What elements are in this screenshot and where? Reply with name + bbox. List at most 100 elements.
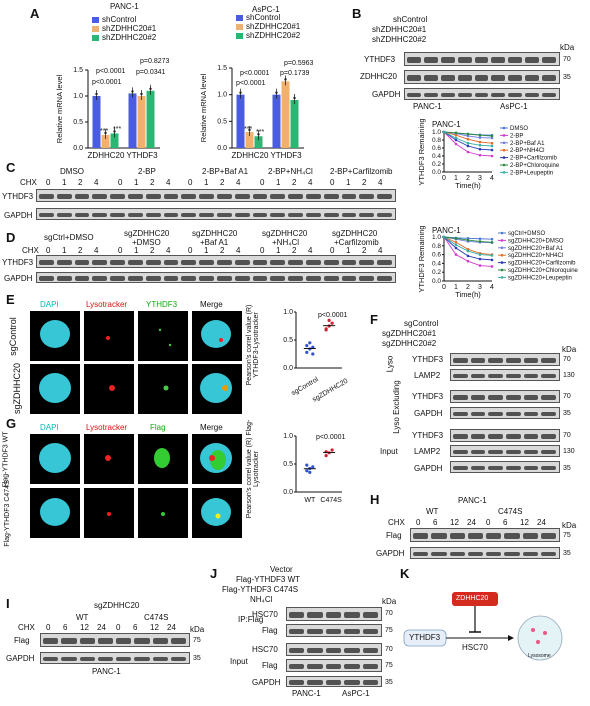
data-point [248, 128, 251, 132]
x-tick-label: 0 [442, 284, 446, 291]
ythdf3-dot [158, 328, 162, 332]
cx-time-label: 6 [133, 623, 138, 632]
blot-band [541, 465, 556, 471]
a1-title: PANC-1 [110, 2, 139, 11]
blot-band [506, 465, 521, 471]
f-ythdf3-2: YTHDF3 [412, 392, 444, 401]
f-kda: kDa [562, 345, 577, 354]
data-point [95, 92, 98, 96]
kda-mark: 35 [563, 550, 571, 557]
blot-band [467, 551, 483, 557]
c-label-carf: 2-BP+Carfilzomib [330, 167, 393, 176]
legend-swatch-sh2 [92, 35, 99, 41]
micro-e-6 [84, 364, 134, 414]
blot-band [74, 193, 90, 200]
blot-band [181, 276, 197, 281]
k-ythdf3: YTHDF3 [409, 633, 441, 642]
bar [137, 96, 146, 148]
panel-label-i: I [6, 596, 10, 611]
blot-band [306, 276, 321, 281]
legend-marker [500, 246, 504, 250]
b-label-zdhhc20: ZDHHC20 [360, 72, 397, 81]
blot-band [307, 647, 323, 654]
blot-f-5 [450, 429, 560, 442]
y-tick-label: 0.8 [432, 137, 441, 144]
blot-band [92, 276, 108, 281]
x-tick-label: 2 [466, 175, 470, 182]
j-gapdh: GAPDH [252, 678, 281, 687]
cx-time-label: 4 [166, 246, 171, 255]
blot-band [522, 533, 538, 539]
data-point [478, 133, 482, 137]
data-point [490, 136, 494, 140]
b-row-shcontrol: shControl [393, 15, 428, 24]
cx-time-label: 0 [260, 246, 265, 255]
x-tick-label: ZDHHC20 [88, 151, 125, 160]
k-arrow-head [508, 635, 514, 641]
panel-label-k: K [400, 566, 410, 581]
blot-band [344, 612, 360, 618]
x-tick-label: YTHDF3 [126, 151, 158, 160]
y-axis-label: YTHDF3 Remaining [417, 225, 426, 292]
k-lysosome [517, 615, 563, 661]
legend-label-sh1: shZDHHC20#1 [246, 22, 301, 31]
blot-band [325, 628, 342, 635]
data-point [466, 144, 470, 148]
e-lyso: Lysotracker [86, 300, 128, 309]
data-point [466, 137, 470, 141]
blot-band [217, 193, 232, 200]
lyso-dot [107, 512, 111, 516]
legend-label: 2-BP+Chloroquine [510, 163, 560, 169]
data-point [478, 264, 482, 267]
d-label-sgz-dmso: sgZDHHC20 [124, 229, 170, 238]
y-tick-label: 0.0 [432, 278, 441, 285]
y-tick-label: 1.0 [432, 129, 441, 136]
c-label-baf: 2-BP+Baf A1 [202, 167, 249, 176]
blot-band [488, 357, 503, 364]
blot-band [508, 92, 523, 98]
data-point [490, 148, 494, 152]
data-point [308, 341, 312, 345]
b-row-sh1: shZDHHC20#1 [372, 25, 427, 34]
blot-band [110, 212, 125, 218]
d-label-gapdh: GAPDH [4, 274, 33, 283]
legend-marker [502, 148, 506, 152]
blot-i-gapdh [40, 652, 190, 664]
legend-label: sgZDHHC20+NH4Cl [508, 253, 563, 259]
blot-h-gapdh [410, 547, 560, 559]
kda-mark: 70 [563, 393, 571, 400]
data-point [149, 87, 152, 91]
blot-band [145, 212, 161, 218]
f-lamp2-3: LAMP2 [414, 447, 441, 456]
legend-swatch-sh2 [236, 33, 243, 39]
panel-label-e: E [6, 292, 15, 307]
d-label-sgz-carf: sgZDHHC20 [332, 229, 378, 238]
blot-band [116, 656, 132, 662]
nucleus [200, 373, 232, 403]
y-tick-label: 0.5 [283, 337, 293, 344]
blot-band [453, 465, 468, 471]
i-flag: Flag [14, 636, 30, 645]
cx-time-label: 0 [416, 518, 421, 527]
blot-band [491, 75, 506, 81]
e-dapi: DAPI [40, 300, 59, 309]
blot-band [128, 276, 143, 281]
h-gapdh: GAPDH [376, 549, 405, 558]
blot-band [506, 433, 521, 440]
f-row-sg1: sgZDHHC20#1 [382, 329, 437, 338]
legend-swatch-shcontrol [92, 17, 99, 23]
lyso-dot [219, 338, 223, 342]
data-point [466, 238, 470, 242]
blot-band [542, 92, 556, 98]
blot-band [413, 533, 429, 539]
blot-band [270, 276, 286, 281]
blot-band [540, 551, 556, 557]
bar [92, 96, 101, 148]
blot-band [252, 193, 268, 200]
legend-marker [502, 134, 506, 137]
data-point [490, 254, 494, 257]
blot-band [470, 373, 486, 379]
blot-band [252, 212, 268, 218]
